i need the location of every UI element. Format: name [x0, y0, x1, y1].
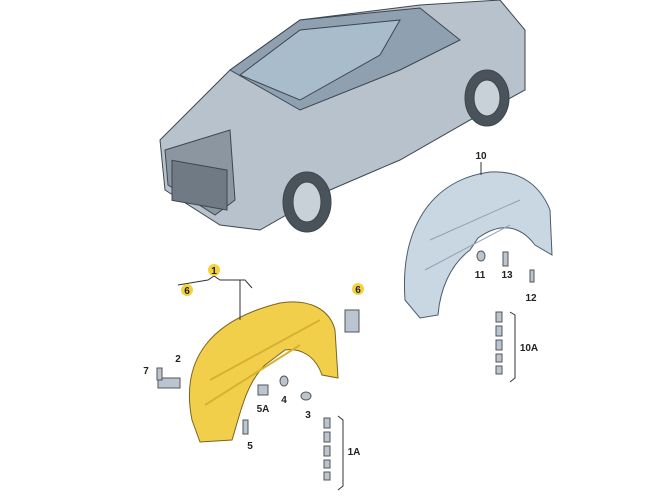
- label-5: 5: [247, 441, 253, 452]
- label-12: 12: [525, 293, 537, 304]
- rear-wheel-liner: [403, 162, 553, 319]
- label-1: 1: [211, 266, 217, 277]
- label-1a: 1A: [348, 447, 361, 458]
- label-11: 11: [475, 270, 486, 281]
- label-10a: 10A: [520, 343, 538, 354]
- label-6-right: 6: [355, 285, 361, 296]
- label-5a: 5A: [257, 404, 270, 415]
- label-10: 10: [475, 151, 487, 162]
- callout-1-circle: [208, 264, 220, 276]
- callout-6-right-circle: [352, 283, 364, 295]
- label-7: 7: [143, 366, 149, 377]
- fastener-set-1a: [323, 415, 344, 491]
- label-13: 13: [501, 270, 513, 281]
- label-4: 4: [281, 395, 287, 406]
- car-illustration: [159, 0, 526, 233]
- label-3: 3: [305, 410, 311, 421]
- front-wheel-liner: [156, 275, 360, 443]
- label-2: 2: [175, 354, 181, 365]
- fastener-set-10a: [495, 311, 516, 383]
- callout-6-left-circle: [181, 284, 193, 296]
- label-6-left: 6: [184, 286, 190, 297]
